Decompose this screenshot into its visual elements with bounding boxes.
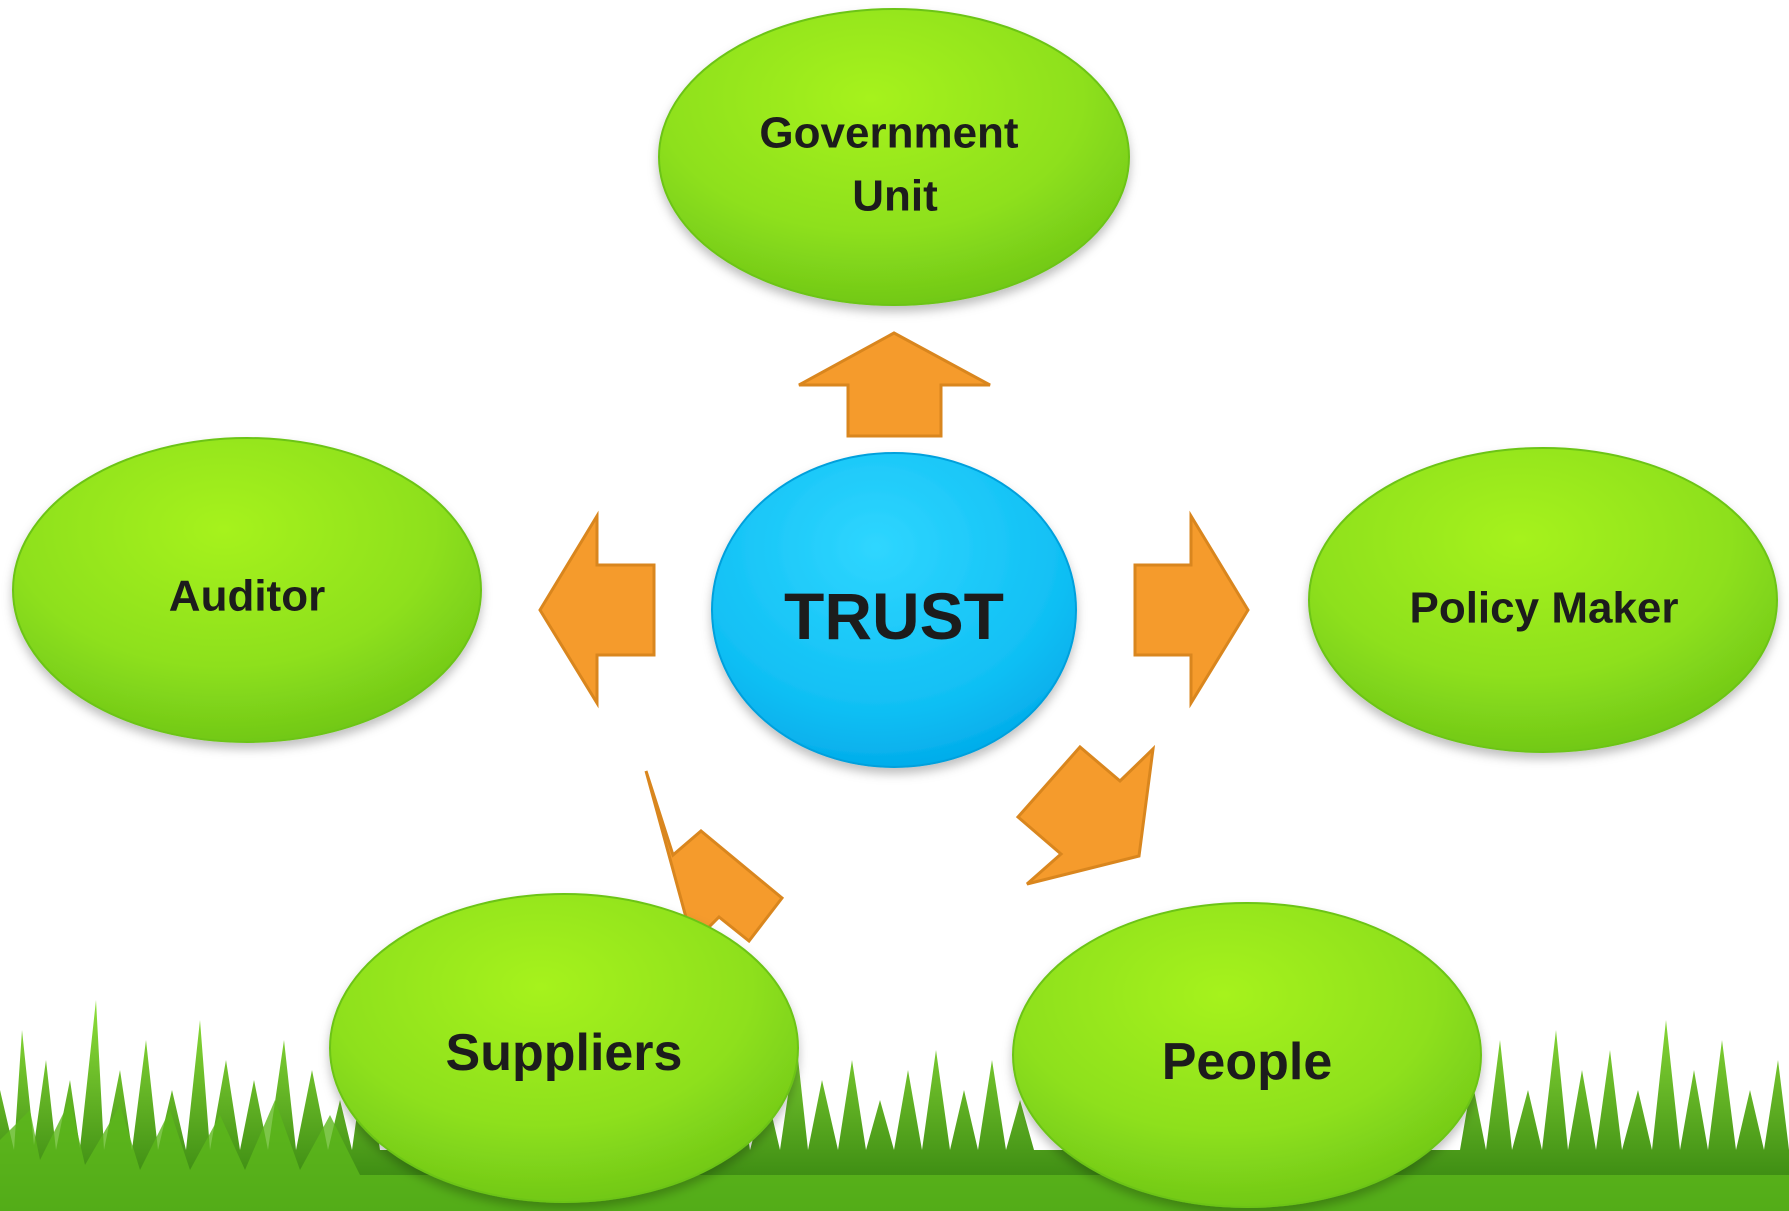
node-suppliers-label: Suppliers: [446, 1024, 683, 1082]
arrows: [538, 331, 1250, 946]
center-trust-label: TRUST: [784, 579, 1004, 653]
node-government-unit: Government Unit: [658, 8, 1130, 306]
node-auditor-label: Auditor: [169, 572, 325, 621]
node-suppliers: Suppliers: [329, 893, 799, 1203]
node-policy-maker-label: Policy Maker: [1409, 584, 1678, 633]
arrow-right-icon: [1133, 510, 1250, 709]
arrow-up-icon: [798, 331, 991, 438]
node-people: People: [1012, 902, 1482, 1208]
node-government-unit-line2: Unit: [852, 172, 938, 221]
arrow-down-right-icon: [1015, 744, 1156, 886]
grass-strip: [0, 1000, 1789, 1211]
node-auditor: Auditor: [12, 437, 482, 743]
arrow-left-icon: [538, 510, 656, 709]
node-government-unit-line1: Government: [759, 109, 1019, 158]
node-policy-maker: Policy Maker: [1308, 447, 1778, 753]
center-trust-node: TRUST: [711, 452, 1077, 768]
node-people-label: People: [1162, 1033, 1333, 1091]
